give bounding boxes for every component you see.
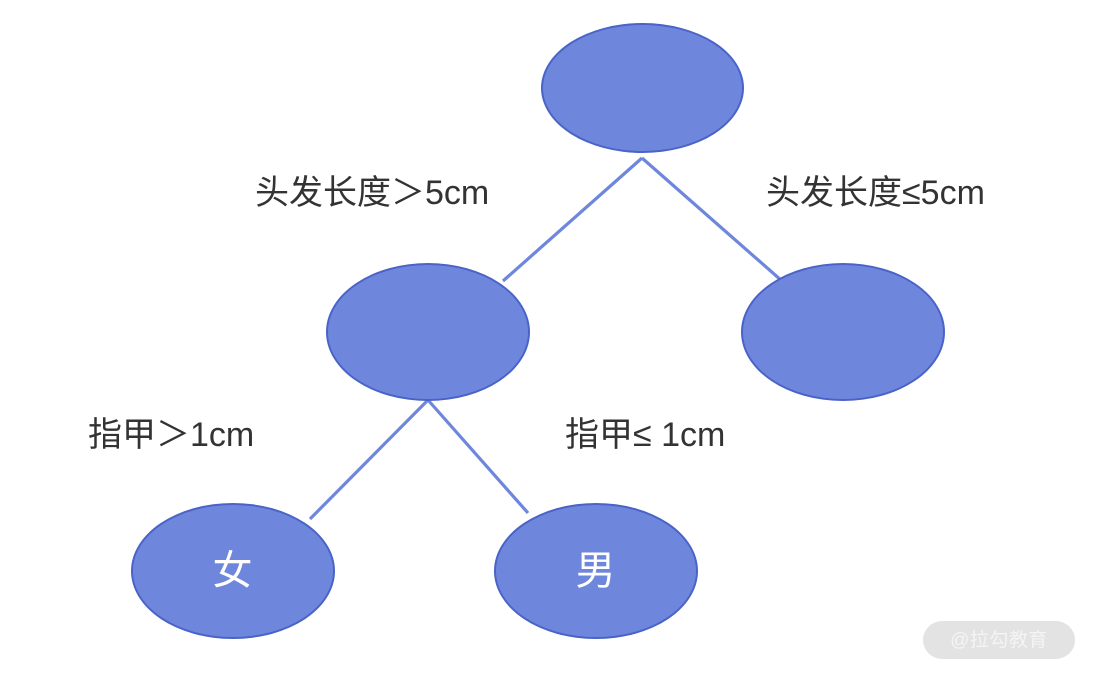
node-root[interactable] bbox=[541, 23, 744, 153]
node-leaf-female[interactable]: 女 bbox=[131, 503, 335, 639]
edge-mid-left-to-leaf-female bbox=[308, 398, 430, 521]
edge-mid-left-to-leaf-male bbox=[426, 398, 530, 515]
edge-label-nail-short: 指甲≤ 1cm bbox=[565, 416, 726, 454]
edge-label-hair-long: 头发长度＞5cm bbox=[255, 174, 490, 212]
edge-root-to-mid-right bbox=[640, 156, 784, 283]
watermark-badge: @拉勾教育 bbox=[923, 621, 1075, 659]
edge-root-to-mid-left bbox=[501, 156, 644, 283]
node-leaf-male-label: 男 bbox=[575, 549, 617, 593]
edge-label-hair-short: 头发长度≤5cm bbox=[766, 174, 985, 212]
watermark-text: @拉勾教育 bbox=[950, 629, 1048, 651]
node-mid-right[interactable] bbox=[741, 263, 945, 401]
node-leaf-male[interactable]: 男 bbox=[494, 503, 698, 639]
node-leaf-female-label: 女 bbox=[212, 549, 254, 593]
edge-label-nail-long: 指甲＞1cm bbox=[88, 416, 255, 454]
node-mid-left[interactable] bbox=[326, 263, 530, 401]
